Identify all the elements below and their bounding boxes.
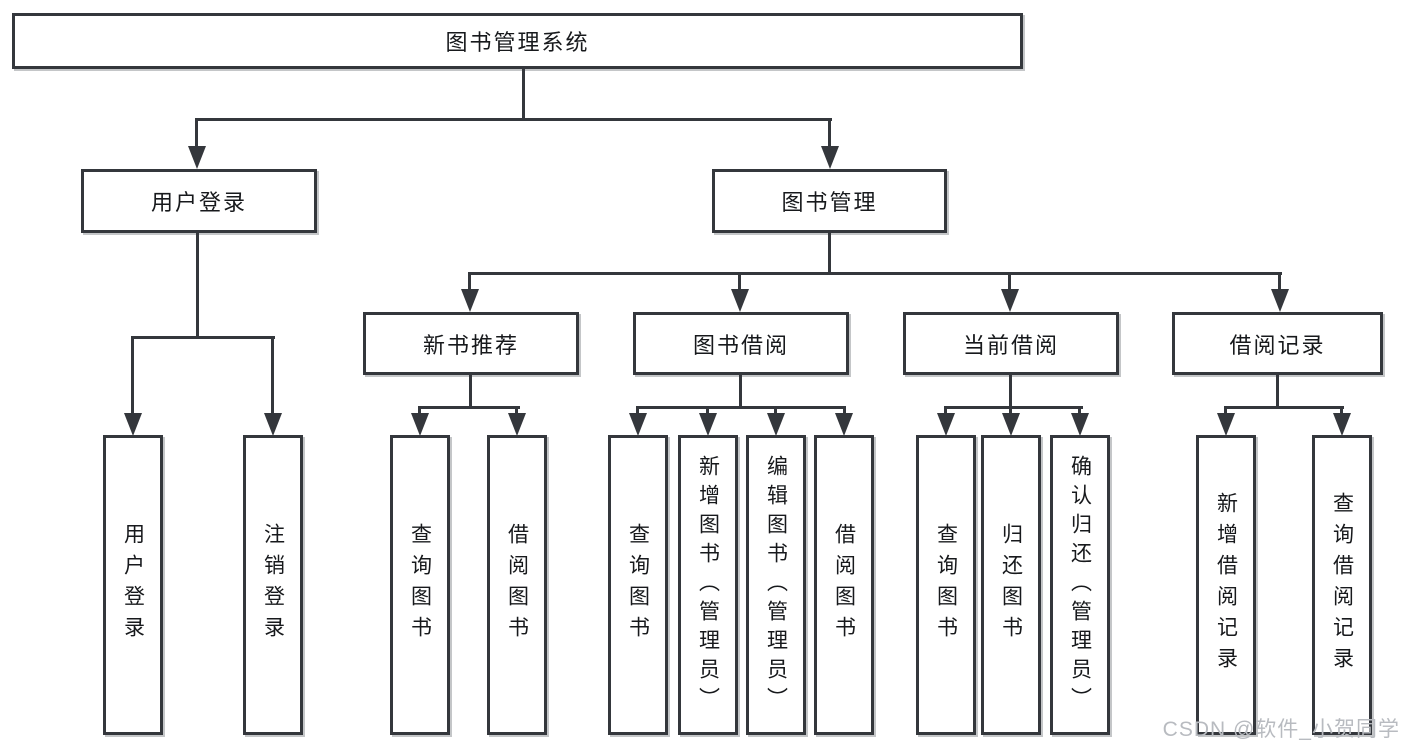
connector-drop-line: [1340, 406, 1343, 418]
connector-root-stem: [522, 69, 525, 121]
connector-login-bus: [131, 336, 275, 339]
arrow-down-icon: [1002, 413, 1020, 436]
leaf-query-books-current: 查询图书: [916, 435, 976, 735]
leaf-query-books-recommend: 查询图书: [390, 435, 450, 735]
leaf-borrow-books-recommend-label: 借阅图书: [505, 523, 529, 647]
connector-drop-line: [828, 118, 831, 148]
node-current-borrow-label: 当前借阅: [962, 332, 1059, 358]
connector-drop-line: [1009, 406, 1012, 418]
arrow-down-icon: [699, 413, 717, 436]
arrow-down-icon: [629, 413, 647, 436]
node-book-borrow: 图书借阅: [633, 312, 849, 375]
arrow-down-icon: [264, 413, 282, 436]
arrow-down-icon: [821, 146, 839, 169]
connector-records-bus: [1224, 406, 1344, 409]
leaf-add-borrow-record-label: 新增借阅记录: [1214, 492, 1238, 678]
leaf-query-books-current-label: 查询图书: [934, 523, 958, 647]
arrow-down-icon: [461, 289, 479, 312]
arrow-down-icon: [1271, 289, 1289, 312]
connector-drop-line: [271, 336, 274, 416]
leaf-user-login-label: 用户登录: [121, 523, 145, 647]
node-borrow-records: 借阅记录: [1172, 312, 1383, 375]
connector-drop-line: [738, 272, 741, 294]
leaf-confirm-return-admin: 确认归还（管理员）: [1050, 435, 1110, 735]
leaf-return-book-label: 归还图书: [999, 523, 1023, 647]
connector-newbook-bus: [418, 406, 520, 409]
leaf-add-book-admin-label: 新增图书（管理员）: [696, 454, 720, 716]
leaf-query-books-borrow-label: 查询图书: [626, 523, 650, 647]
connector-drop-line: [1078, 406, 1081, 418]
leaf-add-book-admin: 新增图书（管理员）: [678, 435, 738, 735]
arrow-down-icon: [1071, 413, 1089, 436]
connector-drop-line: [195, 118, 198, 148]
node-user-login-label: 用户登录: [150, 190, 247, 215]
watermark: CSDN @软件_小贺同学: [1162, 718, 1400, 741]
connector-drop-line: [1278, 272, 1281, 294]
leaf-user-login: 用户登录: [103, 435, 163, 735]
node-book-management-label: 图书管理: [781, 190, 878, 215]
connector-drop-line: [131, 336, 134, 416]
node-borrow-records-label: 借阅记录: [1229, 332, 1326, 358]
leaf-query-borrow-record: 查询借阅记录: [1312, 435, 1372, 735]
leaf-return-book: 归还图书: [981, 435, 1041, 735]
leaf-edit-book-admin-label: 编辑图书（管理员）: [764, 454, 788, 716]
connector-drop-line: [418, 406, 421, 418]
connector-drop-line: [944, 406, 947, 418]
node-new-book-recommend-label: 新书推荐: [422, 332, 519, 358]
arrow-down-icon: [1001, 289, 1019, 312]
connector-drop-line: [468, 272, 471, 294]
arrow-down-icon: [835, 413, 853, 436]
leaf-borrow-books-recommend: 借阅图书: [487, 435, 547, 735]
leaf-query-borrow-record-label: 查询借阅记录: [1330, 492, 1354, 678]
connector-borrow-bus: [636, 406, 846, 409]
node-book-borrow-label: 图书借阅: [692, 332, 789, 358]
connector-drop-line: [843, 406, 846, 418]
arrow-down-icon: [411, 413, 429, 436]
arrow-down-icon: [188, 146, 206, 169]
connector-drop-line: [636, 406, 639, 418]
leaf-logout: 注销登录: [243, 435, 303, 735]
leaf-query-books-recommend-label: 查询图书: [408, 523, 432, 647]
arrow-down-icon: [937, 413, 955, 436]
leaf-edit-book-admin: 编辑图书（管理员）: [746, 435, 806, 735]
connector-drop-line: [1008, 272, 1011, 294]
node-library-system: 图书管理系统: [12, 13, 1023, 69]
connector-books-stem: [828, 233, 831, 275]
connector-root-bus: [195, 118, 832, 121]
connector-books-bus: [468, 272, 1282, 275]
connector-newbook-stem: [469, 375, 472, 409]
arrow-down-icon: [767, 413, 785, 436]
node-new-book-recommend: 新书推荐: [363, 312, 579, 375]
connector-drop-line: [774, 406, 777, 418]
node-library-system-label: 图书管理系统: [445, 30, 590, 55]
arrow-down-icon: [124, 413, 142, 436]
leaf-query-books-borrow: 查询图书: [608, 435, 668, 735]
connector-current-stem: [1009, 375, 1012, 409]
arrow-down-icon: [731, 289, 749, 312]
node-book-management: 图书管理: [712, 169, 947, 233]
connector-borrow-stem: [739, 375, 742, 409]
connector-drop-line: [706, 406, 709, 418]
connector-drop-line: [1224, 406, 1227, 418]
arrow-down-icon: [508, 413, 526, 436]
connector-login-stem: [196, 233, 199, 339]
connector-current-bus: [944, 406, 1083, 409]
arrow-down-icon: [1217, 413, 1235, 436]
leaf-confirm-return-admin-label: 确认归还（管理员）: [1068, 454, 1092, 716]
node-current-borrow: 当前借阅: [903, 312, 1119, 375]
leaf-borrow-books: 借阅图书: [814, 435, 874, 735]
leaf-borrow-books-label: 借阅图书: [832, 523, 856, 647]
leaf-logout-label: 注销登录: [261, 523, 285, 647]
leaf-add-borrow-record: 新增借阅记录: [1196, 435, 1256, 735]
connector-records-stem: [1276, 375, 1279, 409]
arrow-down-icon: [1333, 413, 1351, 436]
node-user-login: 用户登录: [81, 169, 317, 233]
connector-drop-line: [515, 406, 518, 418]
